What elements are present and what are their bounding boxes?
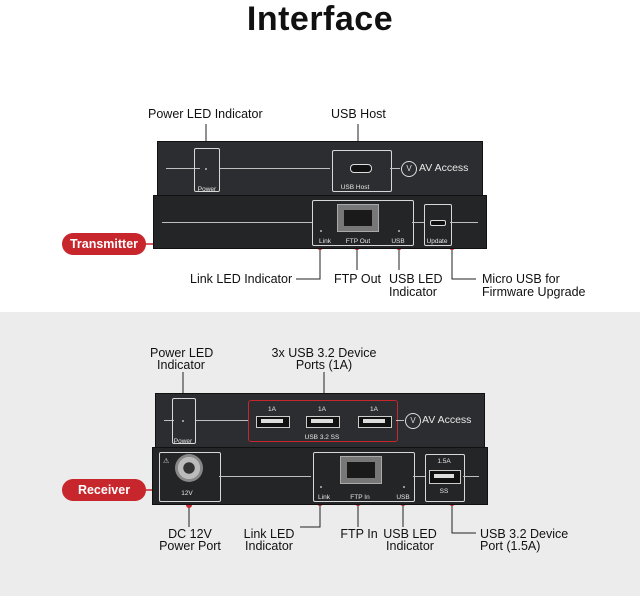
tx-usb-led	[398, 230, 400, 232]
tx-silk-usb-host: USB Host	[340, 184, 370, 191]
receiver-badge: Receiver	[62, 479, 146, 501]
rx-usb-led-label-2: Indicator	[386, 539, 434, 553]
tx-power-led-window	[194, 148, 220, 192]
rx-silk-link: Link	[318, 494, 330, 501]
rx-usb-led-label-1: USB LED	[383, 527, 437, 541]
tx-silk-usb: USB	[391, 238, 405, 245]
rx-usb-led	[403, 486, 405, 488]
rx-link-led-label-1: Link LED	[243, 527, 295, 541]
transmitter-front-panel: Link FTP Out USB Update	[153, 195, 487, 249]
rx-power-led-label-2: Indicator	[157, 358, 205, 372]
rx-dc-box	[159, 452, 221, 502]
rx-silk-1a-3: 1A	[370, 406, 378, 413]
rx-usb-a-port-2[interactable]	[306, 416, 340, 428]
tx-usb-led-label-2: Indicator	[389, 285, 437, 299]
tx-link-led-line	[296, 247, 321, 280]
tx-silk-ftp-out: FTP Out	[345, 238, 371, 245]
rx-silk-1a-2: 1A	[318, 406, 326, 413]
tx-silk-power: Power	[197, 186, 217, 193]
av-access-logo-icon: V	[401, 161, 417, 177]
rx-silk-1-5a: 1.5A	[437, 458, 451, 465]
rx-power-led-window	[172, 398, 196, 444]
tx-micro-usb-port[interactable]	[430, 220, 446, 226]
tx-update-box	[424, 204, 452, 246]
rx-usb-device-highlight	[248, 400, 398, 442]
rx-usb-a-port-1[interactable]	[256, 416, 290, 428]
rx-usb-device-label-1: 3x USB 3.2 Device	[271, 346, 377, 360]
rx-silk-12v: 12V	[181, 490, 193, 497]
rx-dc-jack[interactable]	[175, 454, 203, 482]
rx-power-led-label-1: Power LED	[150, 346, 214, 360]
av-access-logo-icon: V	[405, 413, 421, 429]
rx-dc-label-1: DC 12V	[168, 527, 212, 541]
rx-ftp-box	[313, 452, 415, 502]
rx-link-led	[320, 486, 322, 488]
rx-link-led-line	[300, 503, 321, 528]
rx-usb-a-port-1-5a[interactable]	[429, 470, 461, 484]
tx-micro-usb-label-2: Firmware Upgrade	[482, 285, 586, 299]
rx-usb-port-line	[451, 503, 476, 534]
tx-silk-link: Link	[319, 238, 331, 245]
rx-silk-1a-1: 1A	[268, 406, 276, 413]
rx-silk-usb32: USB 3.2 SS	[304, 434, 340, 441]
rx-rj45-port[interactable]	[340, 456, 382, 484]
rx-silk-power: Power	[173, 438, 193, 445]
tx-usb-host-label: USB Host	[331, 107, 386, 121]
tx-usb-c-port[interactable]	[350, 164, 372, 173]
transmitter-badge: Transmitter	[62, 233, 146, 255]
tx-usb-led-label-1: USB LED	[389, 272, 443, 286]
tx-usb-host-box	[332, 150, 392, 192]
tx-silk-update: Update	[426, 238, 448, 245]
tx-micro-usb-line	[451, 247, 476, 280]
transmitter-top-panel: Power USB Host V AV Access	[157, 141, 483, 197]
tx-ftp-out-label: FTP Out	[334, 272, 382, 286]
rx-silk-ss: SS	[439, 488, 449, 495]
rx-ftp-in-label: FTP In	[340, 527, 378, 541]
tx-link-led-label: Link LED Indicator	[190, 272, 293, 286]
rx-usb-a-port-3[interactable]	[358, 416, 392, 428]
tx-link-led	[320, 230, 322, 232]
receiver-top-panel: Power 1A 1A 1A USB 3.2 SS V AV Access	[155, 393, 485, 449]
rx-usb-15a-box	[425, 454, 465, 502]
rx-dc-label-2: Power Port	[159, 539, 221, 553]
tx-power-led	[205, 168, 207, 170]
rx-power-led	[182, 420, 184, 422]
tx-brand: AV Access	[419, 162, 469, 174]
tx-rj45-port[interactable]	[337, 204, 379, 232]
rx-silk-usb: USB	[396, 494, 410, 501]
warning-icon: ⚠	[163, 458, 170, 465]
rx-link-led-label-2: Indicator	[245, 539, 293, 553]
rx-usb-port-label-2: Port (1.5A)	[480, 539, 541, 553]
rx-brand: AV Access	[422, 414, 472, 426]
tx-power-led-label: Power LED Indicator	[148, 107, 263, 121]
receiver-front-panel: ⚠ 12V Link FTP In USB 1.5A SS	[152, 447, 488, 505]
rx-silk-ftp-in: FTP In	[350, 494, 370, 501]
tx-ftp-box	[312, 200, 414, 246]
page-title: Interface	[246, 0, 394, 38]
tx-micro-usb-label-1: Micro USB for	[482, 272, 560, 286]
rx-usb-device-label-2: Ports (1A)	[295, 358, 353, 372]
rx-usb-port-label-1: USB 3.2 Device	[480, 527, 569, 541]
